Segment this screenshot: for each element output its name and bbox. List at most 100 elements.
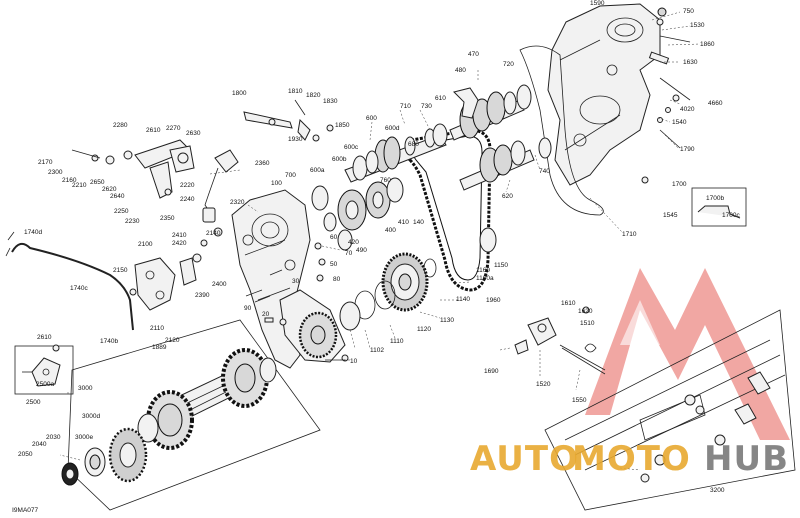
callout: 1545 (663, 212, 678, 219)
callout-labels: 1590 750 1530 1860 1630 4660 4020 1540 1… (12, 0, 740, 514)
drive-shaft-frame (67, 319, 321, 511)
callout: 600 (366, 115, 377, 122)
callout: 600c (344, 144, 359, 151)
callout: 2050 (18, 451, 33, 458)
watermark-text-auto: AUTO (470, 439, 579, 479)
callout: 2230 (125, 218, 140, 225)
callout: 1610 (561, 300, 576, 307)
callout: 1889 (152, 344, 167, 351)
callout: 2630 (186, 130, 201, 137)
callout: 1830 (323, 98, 338, 105)
callout: 2360 (255, 160, 270, 167)
callout: 2030 (46, 434, 61, 441)
callout: 2100 (138, 241, 153, 248)
callout: 2650 (90, 179, 105, 186)
callout: 1800 (232, 90, 247, 97)
callout: 620 (502, 193, 513, 200)
callout: 470 (468, 51, 479, 58)
callout: 750 (683, 8, 694, 15)
callout: 2220 (180, 182, 195, 189)
callout: 2400 (212, 281, 227, 288)
callout: 1520 (536, 381, 551, 388)
mounting-bracket-2100 (134, 239, 208, 311)
callout: 1930 (288, 136, 303, 143)
callout: 2610 (146, 127, 161, 134)
callout: 1620 (578, 308, 593, 315)
callout: 3000e (75, 434, 93, 441)
callout: 2410 (172, 232, 187, 239)
callout: 50 (330, 261, 338, 268)
callout: 2120 (165, 337, 180, 344)
callout: 700 (285, 172, 296, 179)
detail-frame-3200-contents (564, 339, 786, 483)
callout: 60 (330, 234, 338, 241)
middle-gear-stack (311, 177, 404, 251)
callout: 2390 (195, 292, 210, 299)
callout: 600d (385, 125, 400, 132)
rear-housing-cover (547, 3, 661, 186)
callout: 1740d (24, 229, 42, 236)
callout: 1820 (306, 92, 321, 99)
detail-frame-2500 (14, 344, 74, 395)
callout: 1120 (417, 326, 431, 333)
callout: 2140 (206, 230, 221, 237)
callout: 1700c (722, 212, 740, 219)
callout: 600a (310, 167, 325, 174)
callout: 2110 (150, 325, 164, 332)
ring-1150 (479, 227, 497, 253)
callout: 2040 (32, 441, 47, 448)
hardware-top-right (641, 7, 691, 184)
callout: 4660 (708, 100, 723, 107)
callout: 3200 (710, 487, 725, 494)
bracket-1700 (691, 187, 747, 227)
upper-shaft-assembly (344, 84, 552, 191)
callout: 20 (262, 311, 270, 318)
callout: 2620 (102, 186, 117, 193)
callout: 1130 (440, 317, 454, 324)
callout: 480 (455, 67, 466, 74)
callout: 1110 (390, 338, 404, 345)
callout: 1960 (486, 297, 501, 304)
callout: 1150 (494, 262, 508, 269)
callout: 1850 (335, 122, 350, 129)
brake-disc (61, 427, 148, 486)
callout: 710 (400, 103, 411, 110)
callout: 2250 (114, 208, 129, 215)
callout: 400 (385, 227, 396, 234)
callout: 4020 (680, 106, 695, 113)
chain-cover-plate (279, 289, 346, 363)
callout: 490 (356, 247, 367, 254)
callout: 1160a (476, 275, 494, 282)
callout: 2420 (172, 240, 187, 247)
callout: 720 (503, 61, 514, 68)
callout: 2210 (72, 182, 87, 189)
shift-rod-assembly (514, 306, 606, 375)
callout: 100 (271, 180, 282, 187)
callout: 1860 (700, 41, 715, 48)
callout: 740 (539, 168, 550, 175)
callout: 1690 (484, 368, 499, 375)
callout: 1102 (370, 347, 384, 354)
callout: 2170 (38, 159, 53, 166)
callout: 730 (421, 103, 432, 110)
callout: 1590 (590, 0, 605, 7)
callout: 2320 (230, 199, 245, 206)
callout: 1710 (622, 231, 637, 238)
watermark-wordmark: AUTO MOTO HUB (470, 439, 788, 479)
callout: 1810 (288, 88, 303, 95)
watermark-logo (585, 268, 790, 440)
shift-linkage (71, 99, 334, 237)
callout: 1530 (690, 22, 705, 29)
callout: 1140 (456, 296, 470, 303)
callout: 2280 (113, 122, 128, 129)
callout: 1630 (683, 59, 698, 66)
callout: 80 (333, 276, 341, 283)
callout: 2240 (180, 196, 195, 203)
callout: 2500a (36, 381, 54, 388)
callout: 610 (435, 95, 446, 102)
callout: 2160 (62, 177, 77, 184)
front-drive-shaft-3000 (137, 348, 277, 450)
callout: 1540 (672, 119, 687, 126)
